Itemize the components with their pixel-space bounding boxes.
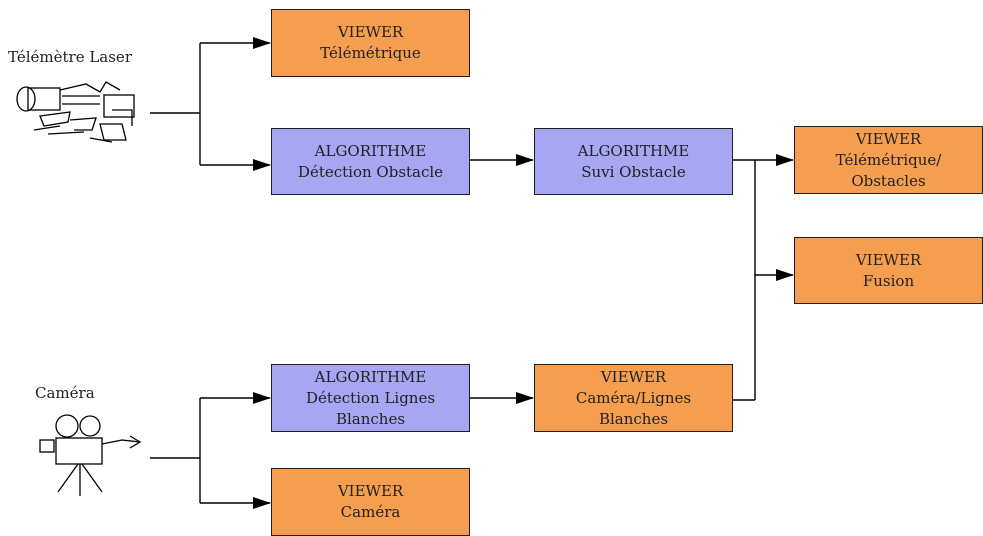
node-line: Télémétrique bbox=[320, 44, 421, 62]
node-line: Blanches bbox=[598, 409, 669, 428]
node-line: ALGORITHME bbox=[314, 141, 427, 160]
laser-connector bbox=[150, 37, 271, 171]
viewer-fusion-box: VIEWER Fusion bbox=[794, 237, 983, 304]
node-line: Détection Obstacle bbox=[297, 162, 444, 181]
node-line: Caméra bbox=[340, 503, 401, 521]
node-line: VIEWER bbox=[337, 482, 404, 500]
node-line: Blanches bbox=[335, 409, 406, 428]
node-line: Obstacles bbox=[851, 171, 926, 190]
laser-source-label: Télémètre Laser bbox=[8, 48, 132, 66]
node-line: VIEWER bbox=[337, 23, 404, 41]
node-line: VIEWER bbox=[600, 367, 667, 386]
algo-detection-obstacle-box: ALGORITHME Détection Obstacle bbox=[271, 128, 470, 195]
laser-rangefinder-icon bbox=[16, 81, 135, 143]
node-line: Détection Lignes bbox=[305, 388, 436, 407]
node-line: ALGORITHME bbox=[577, 141, 690, 160]
viewer-telemetrique-box: VIEWER Télémétrique bbox=[271, 9, 470, 77]
node-line: Télémétrique/ bbox=[835, 150, 942, 169]
node-line: VIEWER bbox=[855, 129, 922, 148]
node-line: Caméra/Lignes bbox=[575, 388, 692, 407]
video-camera-on-tripod-icon bbox=[39, 414, 142, 496]
viewer-camera-box: VIEWER Caméra bbox=[271, 468, 470, 536]
node-line: ALGORITHME bbox=[314, 367, 427, 386]
algo-suivi-obstacle-box: ALGORITHME Suvi Obstacle bbox=[534, 128, 733, 195]
node-line: Fusion bbox=[862, 271, 915, 290]
camera-source-label: Caméra bbox=[35, 384, 95, 402]
node-line: Suvi Obstacle bbox=[581, 162, 686, 181]
node-line: VIEWER bbox=[855, 250, 922, 269]
merge-connector bbox=[733, 154, 794, 401]
algo-detection-lignes-box: ALGORITHME Détection Lignes Blanches bbox=[271, 364, 470, 432]
camera-connector bbox=[150, 392, 271, 509]
viewer-camera-lignes-box: VIEWER Caméra/Lignes Blanches bbox=[534, 364, 733, 432]
viewer-telemetrique-obstacles-box: VIEWER Télémétrique/ Obstacles bbox=[794, 126, 983, 194]
